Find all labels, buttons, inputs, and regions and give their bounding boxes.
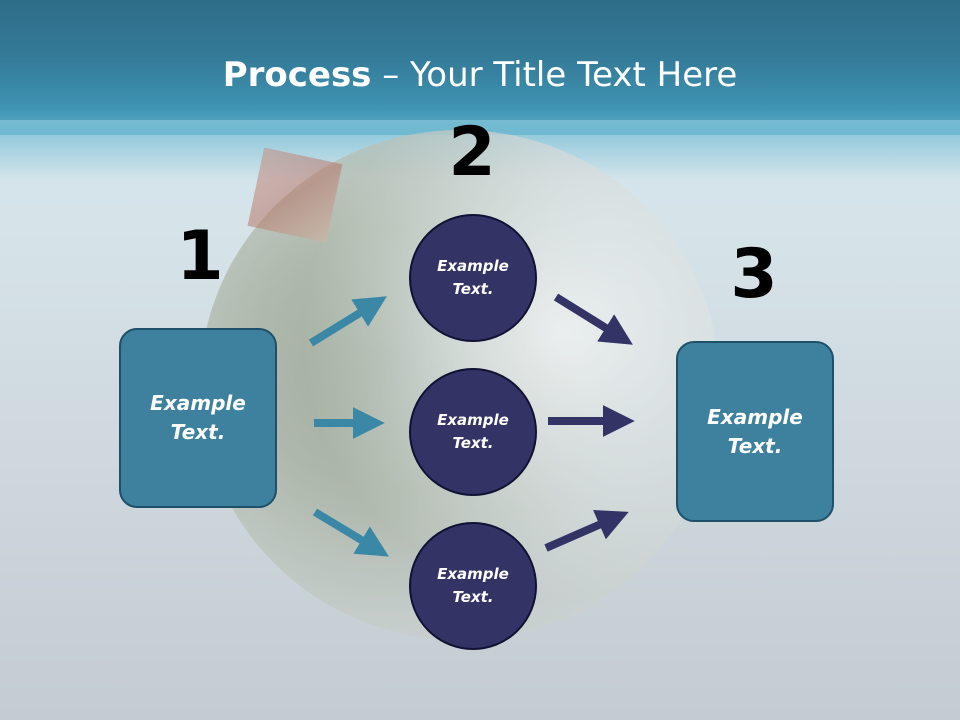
title-rest: – Your Title Text Here (371, 55, 738, 95)
step-3-box-text: Example Text. (707, 404, 803, 458)
step-3-box[interactable]: Example Text. (676, 341, 834, 522)
circle-top-text: Example Text. (437, 257, 509, 298)
step-2-circle-bottom[interactable]: Example Text. (409, 522, 537, 650)
title-bold: Process (222, 55, 372, 95)
title-banner (0, 0, 960, 135)
step-number-2[interactable]: 2 (448, 113, 496, 192)
arrow-bottom-to-3 (544, 510, 629, 552)
step-2-circle-middle[interactable]: Example Text. (409, 368, 537, 496)
step-2-circle-top[interactable]: Example Text. (409, 214, 537, 342)
slide-title[interactable]: Process – Your Title Text Here (0, 52, 960, 98)
step-1-box[interactable]: Example Text. (119, 328, 277, 508)
step-number-3[interactable]: 3 (730, 235, 778, 314)
arrow-1-to-bottom (312, 508, 389, 557)
circle-bottom-text: Example Text. (437, 565, 509, 606)
step-1-box-text: Example Text. (150, 391, 246, 444)
step-number-1[interactable]: 1 (176, 217, 224, 296)
arrow-1-to-top (308, 296, 387, 347)
circle-middle-text: Example Text. (437, 411, 509, 452)
arrow-top-to-3 (553, 293, 633, 345)
